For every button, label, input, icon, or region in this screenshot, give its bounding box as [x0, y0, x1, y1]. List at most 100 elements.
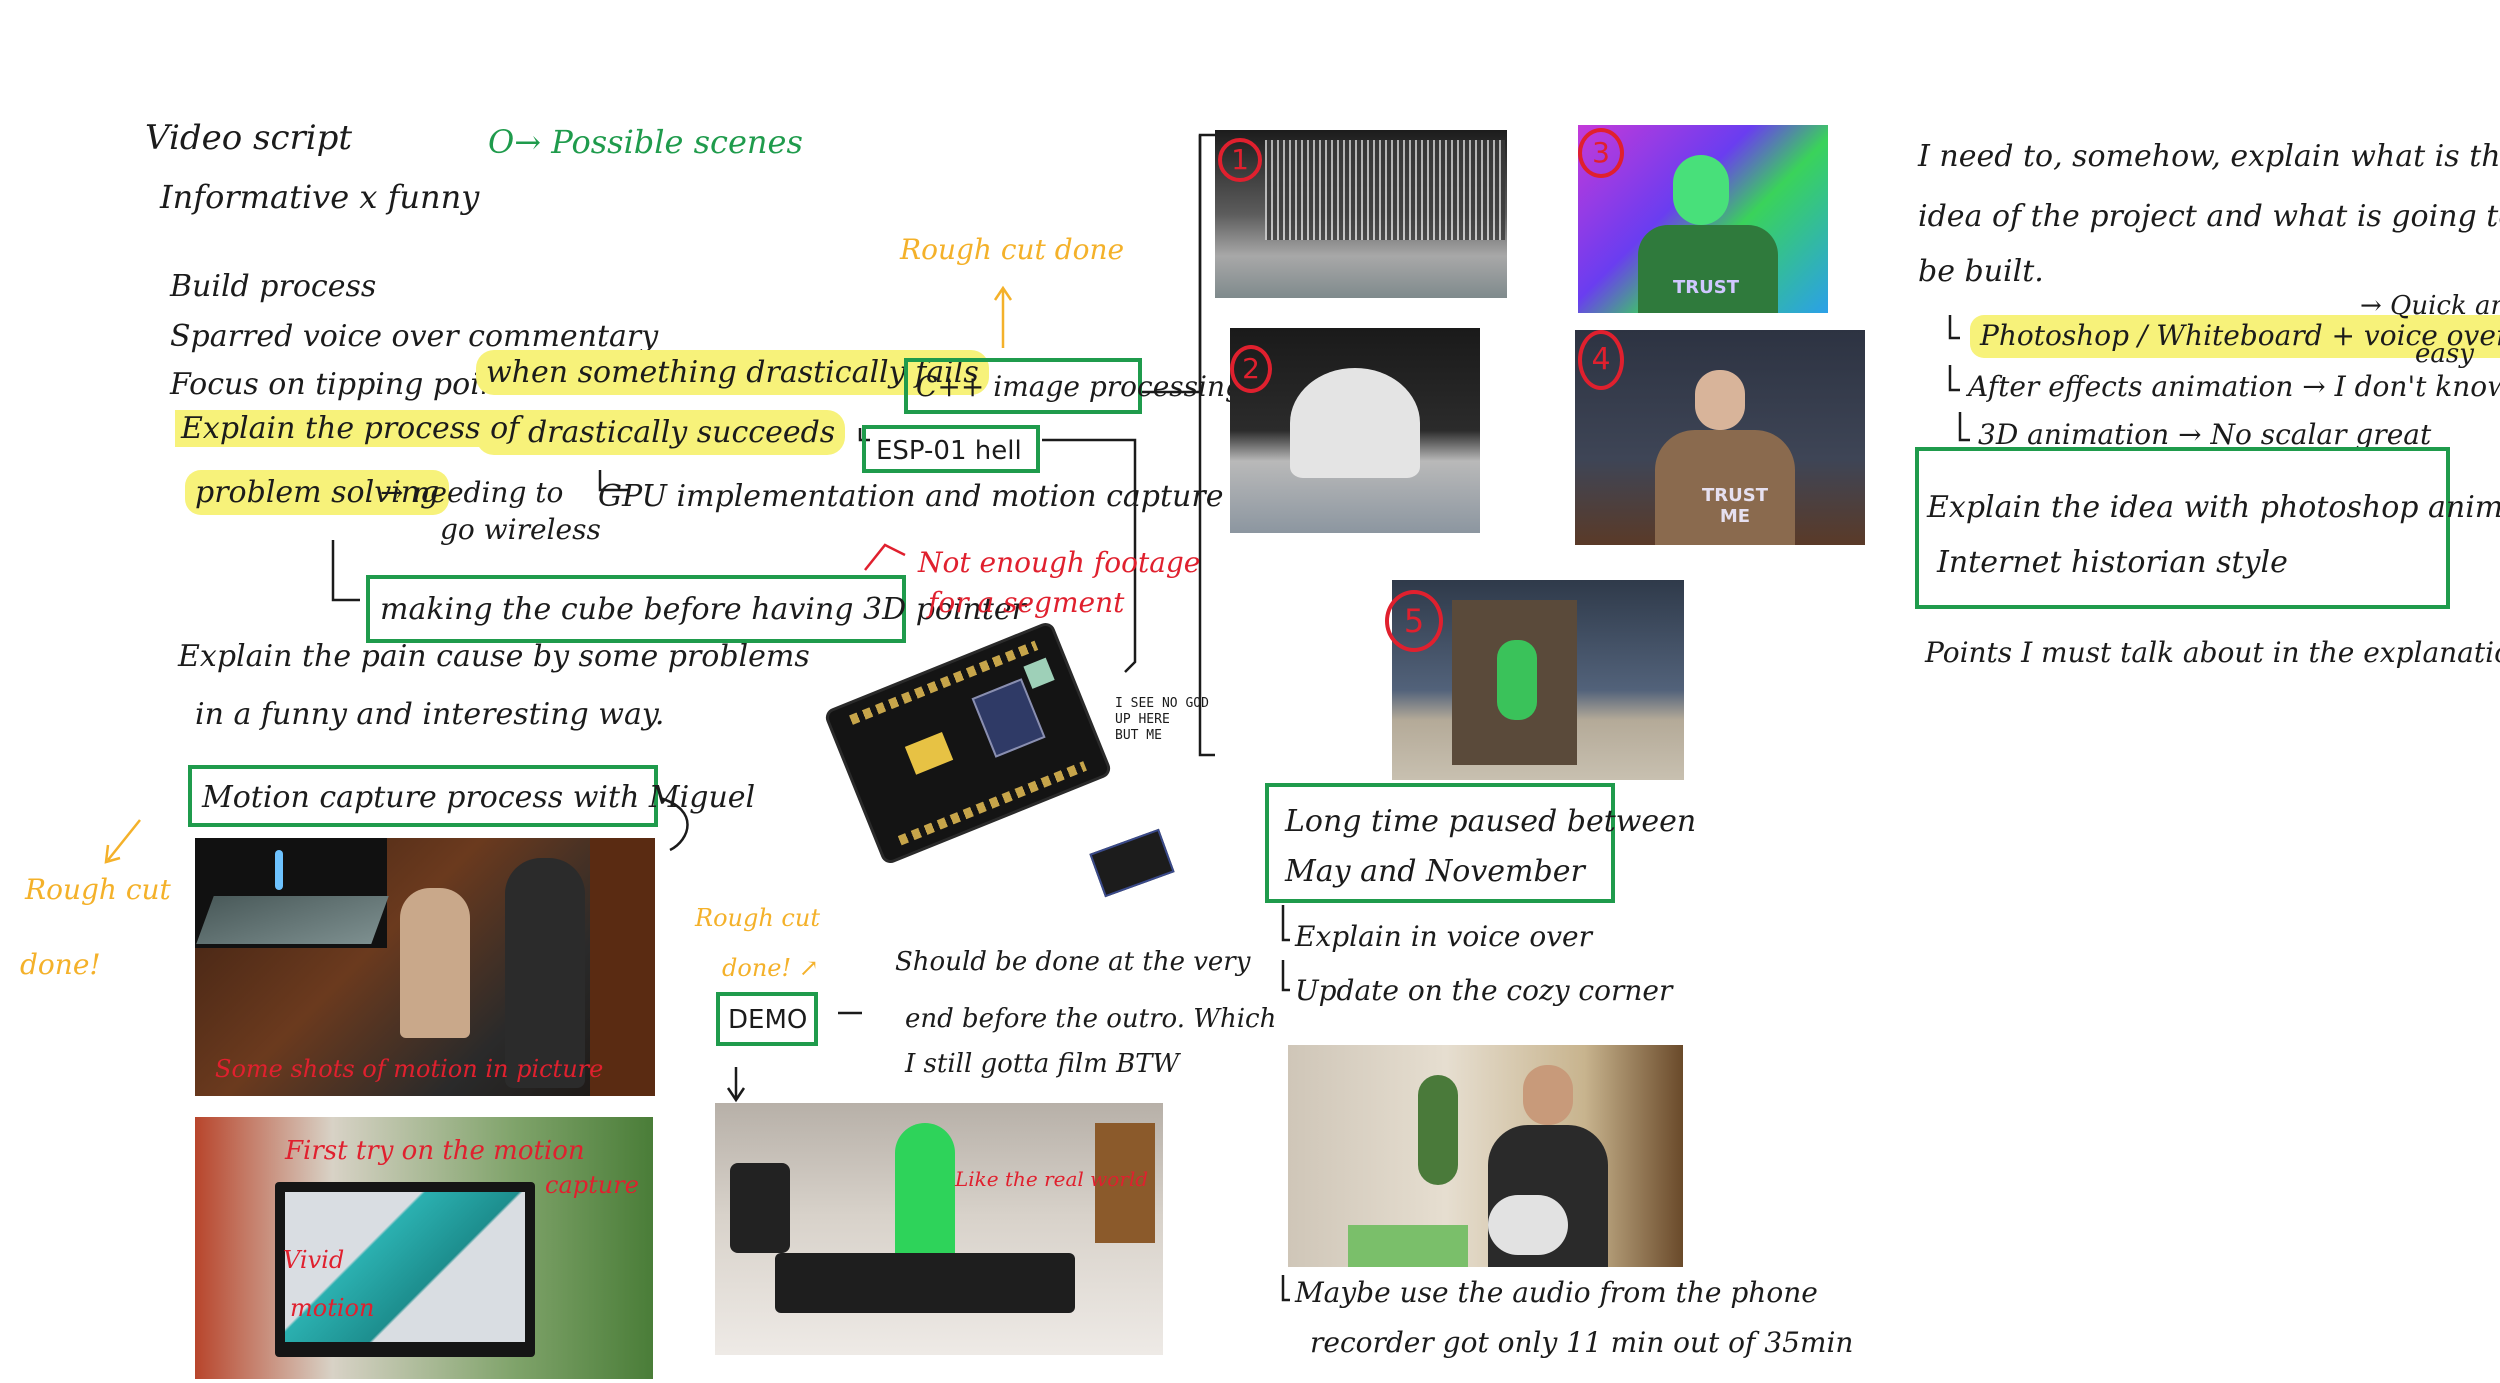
making-cube-text: making the cube before having 3D pointer — [380, 592, 1027, 627]
god-note-2: UP HERE — [1115, 712, 1170, 727]
motion-capture-box: Motion capture process with Miguel — [188, 765, 755, 827]
first-try-label-1: First try on the motion — [285, 1136, 585, 1166]
scene-4-photo: TRUST ME — [1575, 330, 1865, 545]
mocap-figure — [275, 850, 283, 890]
demo-note-2: end before the outro. Which — [905, 1004, 1277, 1034]
vivid-label-2: motion — [290, 1294, 375, 1322]
needing-wireless-2: go wireless — [440, 513, 601, 546]
tone-note: Informative x funny — [160, 178, 480, 216]
bullet-build-process: Build process — [170, 269, 377, 304]
rough-cut-demo-2: done! ↗ — [722, 954, 819, 982]
rough-cut-top: Rough cut done — [900, 233, 1125, 266]
rough-cut-left-2: done! — [20, 948, 101, 981]
plant — [1418, 1075, 1458, 1185]
need-explain-2: idea of the project and what is going to — [1918, 199, 2500, 234]
highlight-drastic-succeed: or drastically succeeds — [476, 410, 846, 455]
not-enough-footage-1: Not enough footage — [918, 546, 1201, 579]
motion-capture-text: Motion capture process with Miguel — [202, 780, 756, 815]
esp-board-image — [822, 619, 1114, 867]
camera-tripod — [730, 1163, 790, 1253]
motion-capture-photo: Some shots of motion in picture — [195, 838, 655, 1096]
needing-wireless-1: → needing to — [380, 476, 564, 509]
need-explain-1: I need to, somehow, explain what is the — [1918, 139, 2500, 174]
cpp-image-processing-text: C++ image processing — [916, 370, 1243, 403]
scene-number-3: 3 — [1578, 128, 1624, 178]
scene-number-4: 4 — [1578, 330, 1624, 390]
explain-pain-line-1: Explain the pain cause by some problems — [178, 639, 810, 674]
esp-hell-box: ESP-01 hell — [862, 425, 1040, 473]
after-effects-option: After effects animation → I don't know — [1968, 370, 2500, 403]
points-to-talk: Points I must talk about in the explanat… — [1925, 636, 2500, 669]
scene-4-head — [1695, 370, 1745, 430]
mocap-floor-grid — [196, 896, 389, 944]
explain-voice-over: Explain in voice over — [1295, 920, 1592, 953]
first-try-label-2: capture — [545, 1171, 639, 1199]
board-component — [904, 731, 954, 775]
person-right — [505, 858, 585, 1088]
board-chip — [971, 678, 1046, 758]
explain-idea-box: Explain the idea with photoshop animatio… — [1915, 447, 2500, 609]
demo-text: DEMO — [728, 1005, 808, 1035]
some-shots-label: Some shots of motion in picture — [215, 1055, 604, 1083]
scene-number-5: 5 — [1385, 590, 1443, 652]
not-enough-footage-2: for a segment — [928, 586, 1125, 619]
scene-3-body — [1638, 225, 1778, 313]
making-cube-box: making the cube before having 3D pointer — [366, 575, 1026, 643]
floor-mat — [1348, 1225, 1468, 1267]
long-pause-text-2: May and November — [1285, 854, 1585, 889]
cat — [1488, 1195, 1568, 1255]
cpp-image-processing-box: C++ image processing — [904, 358, 1243, 414]
demo-note-3: I still gotta film BTW — [905, 1049, 1180, 1079]
scene-4-shirt-text: TRUST ME — [1702, 485, 1768, 527]
gpu-implementation-note: GPU implementation and motion capture — [598, 479, 1224, 514]
mocap-viewport — [195, 838, 389, 948]
wardrobe — [590, 838, 655, 1096]
door — [1095, 1123, 1155, 1243]
scene-1-photo — [1215, 130, 1507, 298]
first-try-photo: First try on the motion capture Vivid mo… — [195, 1117, 653, 1379]
highlight-drastic-fail: when something drastically fails — [476, 350, 989, 395]
3d-animation-option: 3D animation → No scalar great — [1978, 418, 2432, 451]
god-note-1: I SEE NO GOD — [1115, 696, 1209, 711]
scene-5-figure — [1497, 640, 1537, 720]
explain-idea-text-2: Internet historian style — [1937, 545, 2288, 580]
scene-number-1: 1 — [1218, 138, 1262, 182]
scene-1-pattern — [1265, 140, 1505, 240]
maybe-audio-1: Maybe use the audio from the phone — [1295, 1276, 1818, 1309]
cozy-corner-photo — [1288, 1045, 1683, 1267]
vivid-label-1: Vivid — [283, 1246, 345, 1274]
scene-2-photo — [1230, 328, 1480, 533]
bullet-voice-over: Sparred voice over commentary — [170, 319, 659, 354]
esp-hell-text: ESP-01 hell — [876, 436, 1022, 466]
scene-3-shirt-text: TRUST — [1673, 277, 1739, 298]
board-pins-bottom — [897, 761, 1087, 846]
long-pause-box: Long time paused between May and Novembe… — [1265, 783, 1696, 903]
quick-easy-note-2: easy — [2415, 339, 2474, 369]
monitor-screen — [285, 1192, 525, 1342]
person-head — [1523, 1065, 1573, 1125]
demo-note-1: Should be done at the very — [895, 947, 1251, 977]
possible-scenes-legend: O→ Possible scenes — [488, 123, 803, 161]
god-note-3: BUT ME — [1115, 728, 1162, 743]
esp01-module — [1089, 828, 1175, 898]
scene-2-figure — [1290, 368, 1420, 478]
explain-pain-line-2: in a funny and interesting way. — [195, 697, 665, 732]
scene-number-2: 2 — [1230, 345, 1272, 393]
scene-5-frame — [1452, 600, 1577, 765]
demo-box: DEMO — [716, 992, 818, 1046]
green-suit-figure — [895, 1123, 955, 1263]
person-left — [400, 888, 470, 1038]
long-pause-text-1: Long time paused between — [1285, 804, 1697, 839]
monitor — [275, 1182, 535, 1357]
scene-4-body — [1655, 430, 1795, 545]
update-cozy-corner: Update on the cozy corner — [1295, 974, 1673, 1007]
demo-photo: Like the real world — [715, 1103, 1163, 1355]
rough-cut-demo-1: Rough cut — [695, 904, 820, 932]
bullet-explain-process: Explain the process of — [175, 410, 526, 447]
electronics-on-table — [775, 1253, 1075, 1313]
photoshop-whiteboard-option: Photoshop / Whiteboard + voice over — [1970, 315, 2500, 358]
demo-photo-label: Like the real world — [955, 1167, 1149, 1191]
scene-3-head — [1673, 155, 1729, 225]
quick-easy-note-1: → Quick and — [2360, 291, 2500, 321]
video-script-title: Video script — [145, 118, 353, 158]
